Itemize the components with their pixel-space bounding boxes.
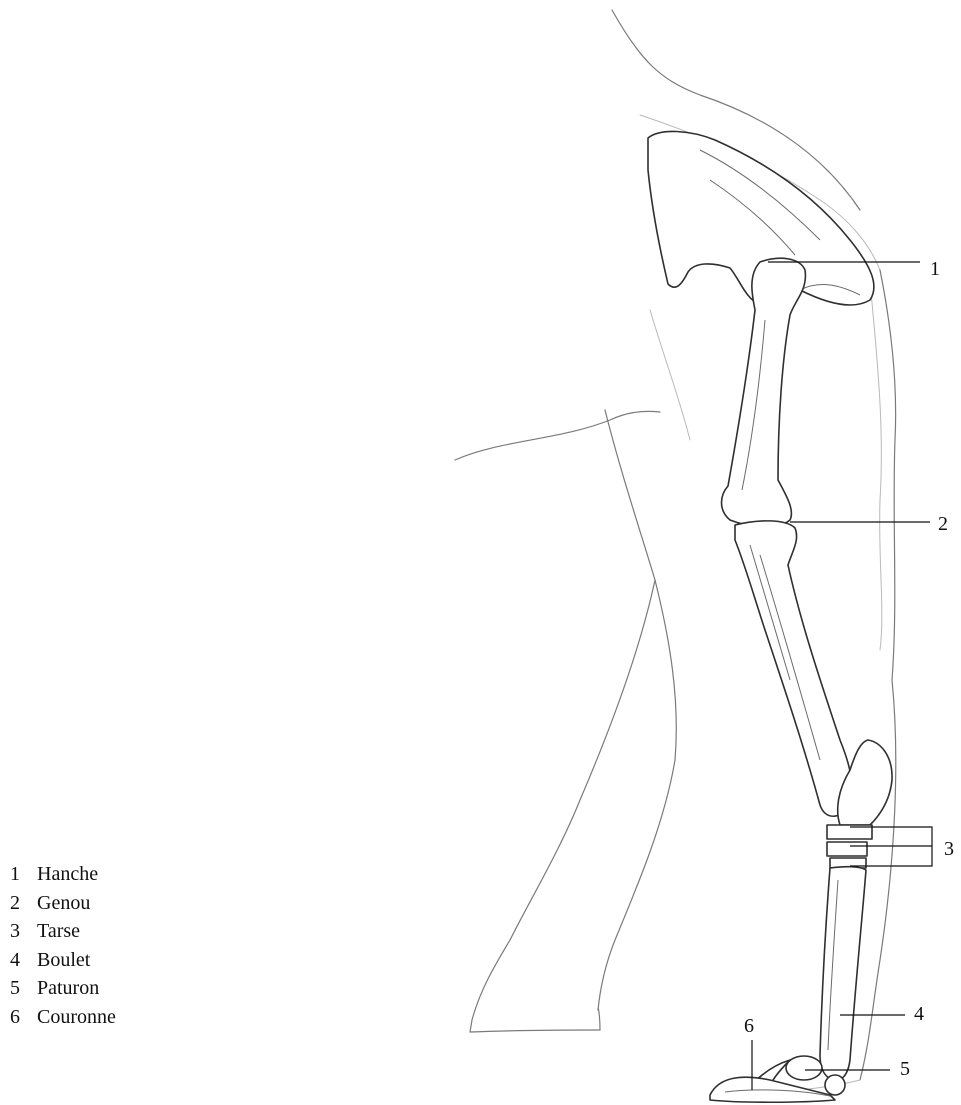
- callout-1: 1: [930, 258, 940, 280]
- legend-label: Paturon: [37, 974, 99, 1003]
- legend-label: Genou: [37, 889, 90, 918]
- callout-6: 6: [744, 1015, 754, 1037]
- legend-number: 2: [10, 889, 37, 918]
- legend-label: Tarse: [37, 917, 80, 946]
- legend-number: 4: [10, 946, 37, 975]
- tibia-bone: [735, 521, 852, 816]
- legend-label: Boulet: [37, 946, 90, 975]
- legend-label: Hanche: [37, 860, 98, 889]
- callout-3: 3: [944, 838, 954, 860]
- legend-label: Couronne: [37, 1003, 116, 1032]
- legend-number: 3: [10, 917, 37, 946]
- femur-bone: [722, 258, 806, 526]
- metatarsus-bone: [820, 867, 866, 1081]
- legend-number: 5: [10, 974, 37, 1003]
- legend-number: 6: [10, 1003, 37, 1032]
- callout-4: 4: [914, 1003, 924, 1025]
- legend-number: 1: [10, 860, 37, 889]
- callout-5: 5: [900, 1058, 910, 1080]
- callout-2: 2: [938, 513, 948, 535]
